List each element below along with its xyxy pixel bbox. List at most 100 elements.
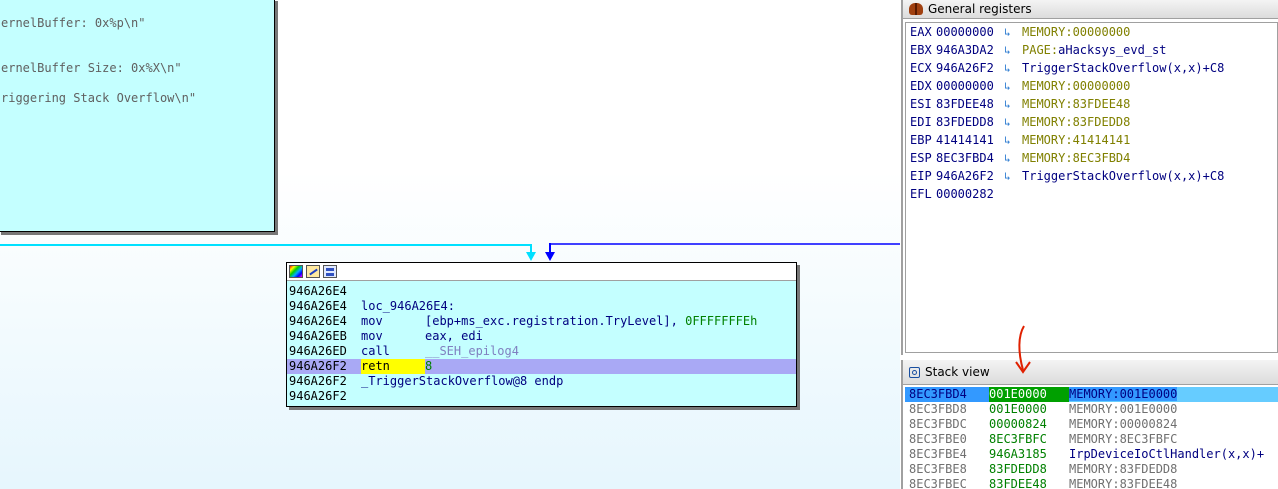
operand-immediate: 8 — [425, 359, 433, 373]
register-value[interactable]: 83FDEDD8 — [936, 115, 994, 129]
graph-view[interactable]: ernelBuffer: 0x%p\n" ernelBuffer Size: 0… — [0, 0, 900, 489]
register-row[interactable]: ECX 946A26F2 ↳ TriggerStackOverflow(x,x)+C8 — [906, 59, 1277, 77]
register-name: EAX — [910, 25, 932, 39]
register-row[interactable]: EAX 00000000 ↳ MEMORY:00000000 — [906, 23, 1277, 41]
register-arrow-icon[interactable]: ↳ — [1004, 26, 1011, 39]
operand: eax, edi — [425, 329, 483, 343]
code-line[interactable]: 946A26F2 — [287, 389, 796, 404]
code-address: 946A26EB — [289, 329, 347, 343]
string-line: ernelBuffer: 0x%p\n" — [1, 16, 146, 30]
code-address: 946A26E4 — [289, 299, 347, 313]
mnemonic: mov — [361, 314, 383, 328]
stack-desc: MEMORY:83FDEE48 — [1069, 477, 1178, 489]
register-name: EDI — [910, 115, 932, 129]
stack-value[interactable]: 001E0000 — [989, 402, 1047, 416]
register-name: EFL — [910, 187, 932, 201]
code-address: 946A26F2 — [289, 359, 347, 373]
register-arrow-icon[interactable]: ↳ — [1004, 98, 1011, 111]
register-arrow-icon[interactable]: ↳ — [1004, 44, 1011, 57]
panel-title-bar[interactable]: General registers — [903, 0, 1278, 19]
register-value[interactable]: 946A3DA2 — [936, 43, 994, 57]
register-desc: TriggerStackOverflow(x,x)+C8 — [1022, 169, 1225, 183]
code-line[interactable]: 946A26F2_TriggerStackOverflow@8 endp — [287, 374, 796, 389]
edge-blue-horizontal — [549, 243, 900, 245]
red-arrow-annotation-icon — [1015, 325, 1031, 374]
register-row[interactable]: EFL 00000282 — [906, 185, 1277, 203]
register-value[interactable]: 8EC3FBD4 — [936, 151, 994, 165]
register-value[interactable]: 946A26F2 — [936, 169, 994, 183]
edge-cyan-arrow-icon — [526, 252, 536, 261]
register-arrow-icon[interactable]: ↳ — [1004, 62, 1011, 75]
code-label: loc_946A26E4: — [361, 299, 455, 313]
register-value[interactable]: 946A26F2 — [936, 61, 994, 75]
code-address: 946A26F2 — [289, 374, 347, 388]
code-line[interactable]: 946A26E4 loc_946A26E4: — [287, 299, 796, 314]
register-value[interactable]: 00000000 — [936, 79, 994, 93]
stack-value[interactable]: 83FDEE48 — [989, 477, 1047, 489]
register-desc: MEMORY:83FDEDD8 — [1022, 115, 1131, 129]
register-desc: MEMORY:00000000 — [1022, 25, 1131, 39]
stack-desc: IrpDeviceIoCtlHandler(x,x)+ — [1069, 447, 1265, 461]
edit-icon[interactable] — [306, 265, 320, 278]
stack-desc: MEMORY:001E0000 — [1069, 387, 1178, 401]
operand-function[interactable]: __SEH_epilog4 — [425, 344, 519, 358]
register-list: EAX 00000000 ↳ MEMORY:00000000 EBX 946A3DA2 ↳… — [905, 22, 1278, 353]
register-name: EBX — [910, 43, 932, 57]
register-row[interactable]: EIP 946A26F2 ↳ TriggerStackOverflow(x,x)+C8 — [906, 167, 1277, 185]
code-address: 946A26E4 — [289, 314, 347, 328]
code-line[interactable]: 946A26E4 — [287, 284, 796, 299]
register-arrow-icon[interactable]: ↳ — [1004, 80, 1011, 93]
stack-desc: MEMORY:001E0000 — [1069, 402, 1178, 416]
stack-value[interactable]: 946A3185 — [989, 447, 1047, 461]
register-desc: TriggerStackOverflow(x,x)+C8 — [1022, 61, 1225, 75]
code-line[interactable]: 946A26E4 mov [ebp+ms_exc.registration.TryL… — [287, 314, 796, 329]
code-block-top[interactable]: ernelBuffer: 0x%p\n" ernelBuffer Size: 0… — [0, 0, 275, 232]
register-row[interactable]: EDI 83FDEDD8 ↳ MEMORY:83FDEDD8 — [906, 113, 1277, 131]
register-name: ECX — [910, 61, 932, 75]
stack-row[interactable]: 8EC3FBE4 946A3185 IrpDeviceIoCtlHandler(x,… — [905, 447, 1278, 462]
string-line: ernelBuffer Size: 0x%X\n" — [1, 61, 182, 75]
stack-value[interactable]: 00000824 — [989, 417, 1047, 431]
edge-cyan-horizontal — [0, 244, 531, 246]
register-desc-prefix: PAGE: — [1022, 43, 1059, 57]
color-palette-icon[interactable] — [289, 265, 303, 278]
register-value[interactable]: 41414141 — [936, 133, 994, 147]
stack-desc: MEMORY:00000824 — [1069, 417, 1178, 431]
stack-address: 8EC3FBE4 — [909, 447, 967, 461]
register-arrow-icon[interactable]: ↳ — [1004, 152, 1011, 165]
stack-value[interactable]: 8EC3FBFC — [989, 432, 1047, 446]
register-arrow-icon[interactable]: ↳ — [1004, 170, 1011, 183]
register-name: ESP — [910, 151, 932, 165]
register-name: EIP — [910, 169, 932, 183]
stack-value[interactable]: 001E0000 — [989, 387, 1069, 402]
register-arrow-icon[interactable]: ↳ — [1004, 116, 1011, 129]
register-arrow-icon[interactable]: ↳ — [1004, 134, 1011, 147]
operand: [ebp+ms_exc.registration.TryLevel], — [425, 314, 686, 328]
graph-view-icon[interactable] — [323, 265, 337, 278]
stack-desc: MEMORY:8EC3FBFC — [1069, 432, 1178, 446]
panel-title-bar[interactable]: Stack view — [903, 360, 1278, 385]
stack-value[interactable]: 83FDEDD8 — [989, 462, 1047, 476]
code-address: 946A26F2 — [289, 389, 347, 403]
register-value[interactable]: 00000282 — [936, 187, 994, 201]
register-value[interactable]: 00000000 — [936, 25, 994, 39]
stack-address: 8EC3FBE8 — [909, 462, 967, 476]
register-value[interactable]: 83FDEE48 — [936, 97, 994, 111]
